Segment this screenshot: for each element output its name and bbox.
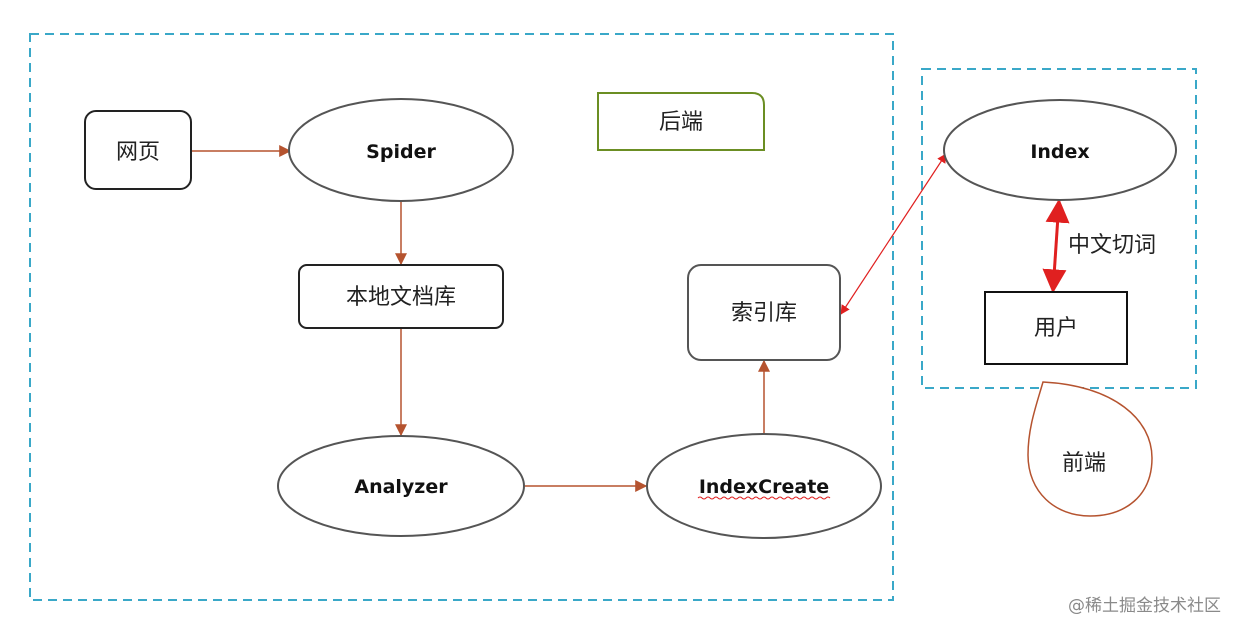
edge-index-store-index-bidirectional [840,153,947,315]
node-spider: Spider [288,98,514,202]
node-index-create-label: IndexCreate [699,476,829,498]
node-index-create: IndexCreate [646,433,882,539]
node-webpage-label: 网页 [116,140,160,165]
node-local-doc-store: 本地文档库 [298,264,504,329]
node-analyzer-label: Analyzer [354,476,448,498]
node-user: 用户 [984,291,1128,365]
node-index-store-label: 索引库 [731,301,797,326]
node-webpage: 网页 [84,110,192,190]
node-index-label: Index [1030,141,1089,163]
watermark: @稀土掘金技术社区 [1068,596,1221,616]
frontend-label: 前端 [1027,381,1153,517]
node-analyzer: Analyzer [277,435,525,537]
spellcheck-underline [697,496,831,500]
edge-index-user-bidirectional [1042,198,1070,294]
node-local-doc-store-label: 本地文档库 [346,285,456,310]
node-spider-label: Spider [366,141,436,163]
node-index: Index [943,99,1177,201]
frontend-label-text: 前端 [1062,451,1106,476]
backend-label-text: 后端 [659,110,703,135]
chinese-segmentation-label: 中文切词 [1068,233,1156,258]
backend-label: 后端 [597,92,765,151]
node-index-store: 索引库 [687,264,841,361]
backend-region [29,33,894,601]
node-user-label: 用户 [1034,316,1078,341]
